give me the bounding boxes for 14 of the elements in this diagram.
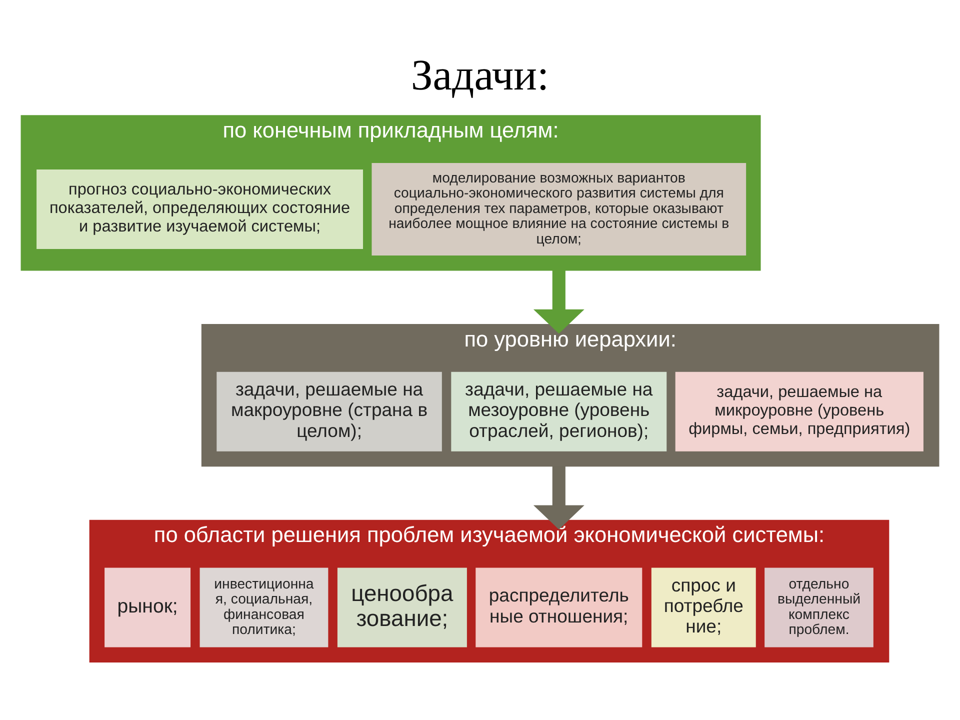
- node-box: задачи, решаемые на мезоуровне (уровень отраслей, регионов);: [451, 371, 667, 451]
- node-box: спрос и потребле ние;: [651, 567, 756, 647]
- node-box: отдельно выделенный комплекс проблем.: [764, 567, 874, 647]
- node-box: моделирование возможных вариантов социально-экономического развития системы для определения тех параметров, которые оказывают наиболее мощное влияние на состояние системы в целом;: [372, 162, 746, 255]
- node-box: прогноз социально-экономических показателей, определяющих состояние и развитие изучаемой системы;: [36, 169, 364, 248]
- arrow: [533, 270, 584, 334]
- diagram-title: Задачи:: [410, 51, 550, 100]
- node-box: инвестиционна я, социальная, финансовая политика;: [200, 567, 328, 647]
- arrow: [533, 466, 584, 529]
- node-box: ценообра зование;: [337, 567, 467, 647]
- node-box: распределитель ные отношения;: [476, 567, 642, 647]
- node-box: задачи, решаемые на микроуровне (уровень фирмы, семьи, предприятия): [675, 371, 924, 451]
- node-box: рынок;: [104, 567, 191, 647]
- node-box: задачи, решаемые на макроуровне (страна в целом);: [216, 371, 442, 451]
